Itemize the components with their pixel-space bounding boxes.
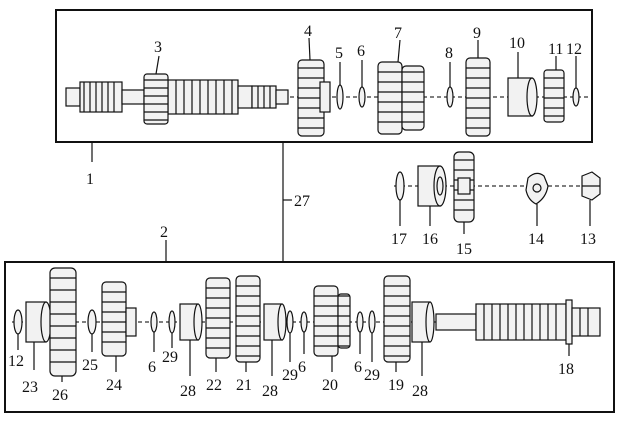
label-28-b: 28 [262,383,278,400]
label-18: 18 [558,361,574,378]
label-12-lower: 12 [8,353,24,370]
countershaft-assembly-box [4,261,615,413]
label-28-a: 28 [180,383,196,400]
washer-29-a [168,310,176,334]
bushing-23 [25,301,52,343]
gear-26 [49,267,77,377]
lock-plate-14 [525,172,549,205]
label-15: 15 [456,241,472,258]
label-1: 1 [86,171,94,188]
label-23: 23 [22,379,38,396]
washer-5 [336,84,344,110]
label-9: 9 [473,25,481,42]
circlip-6-lower-a [150,311,158,333]
gear-9 [465,57,491,137]
label-17: 17 [391,231,407,248]
washer-25 [87,309,97,335]
circlip-6-lower-c [356,311,364,333]
washer-12-upper [572,87,580,107]
label-10: 10 [509,35,525,52]
gear-19 [383,275,411,363]
main-shaft-assembly-box [55,9,593,143]
label-27: 27 [294,193,310,210]
circlip-17 [395,171,405,201]
nut-13 [581,171,601,201]
label-12-upper: 12 [566,41,582,58]
label-8: 8 [445,45,453,62]
gear-20 [313,285,351,357]
label-29-a: 29 [162,349,178,366]
label-22: 22 [206,377,222,394]
gear-7 [377,61,425,135]
label-11: 11 [548,41,563,58]
label-14: 14 [528,231,544,248]
label-13: 13 [580,231,596,248]
label-16: 16 [422,231,438,248]
label-7: 7 [394,25,402,42]
label-4: 4 [304,23,312,40]
washer-12-lower [13,309,23,335]
label-3: 3 [154,39,162,56]
gear-22 [205,277,231,359]
label-5: 5 [335,45,343,62]
circlip-6-upper [358,86,366,108]
countershaft-18 [435,299,601,345]
label-19: 19 [388,377,404,394]
label-24: 24 [106,377,122,394]
washer-29-b [286,310,294,334]
label-2: 2 [160,224,168,241]
circlip-8 [446,86,454,108]
washer-29-c [368,310,376,334]
label-29-c: 29 [364,367,380,384]
label-21: 21 [236,377,252,394]
label-25: 25 [82,357,98,374]
gear-21 [235,275,261,363]
bushing-28-b [263,303,287,341]
label-6-lower-a: 6 [148,359,156,376]
label-6-upper: 6 [357,43,365,60]
bushing-28-c [411,301,435,343]
gear-3 [143,73,169,125]
bearing-16 [417,165,447,207]
gear-4 [297,59,331,137]
label-6-lower-b: 6 [298,359,306,376]
bushing-28-a [179,303,203,341]
gear-24 [101,281,137,357]
bushing-10 [507,77,538,117]
label-28-c: 28 [412,383,428,400]
label-29-b: 29 [282,367,298,384]
main-shaft [65,79,289,115]
gear-11 [543,69,565,123]
label-26: 26 [52,387,68,404]
sprocket-15 [453,151,475,223]
label-6-lower-c: 6 [354,359,362,376]
circlip-6-lower-b [300,311,308,333]
label-20: 20 [322,377,338,394]
